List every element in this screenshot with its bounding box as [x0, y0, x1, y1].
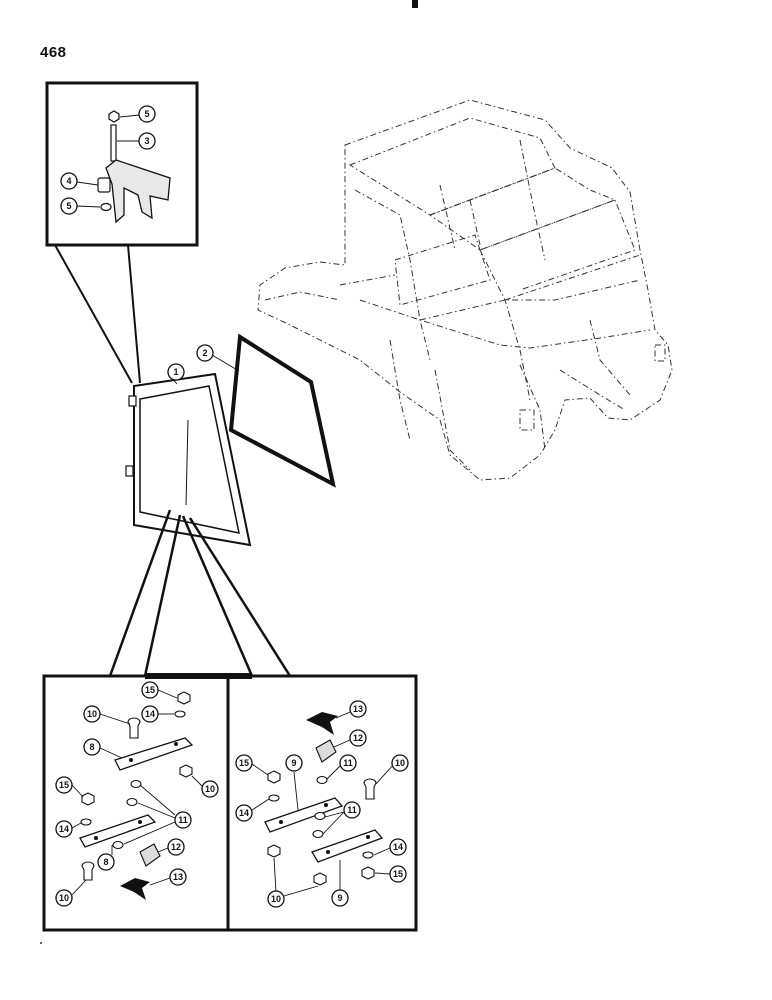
callout-label: 3	[144, 136, 149, 146]
callout-left-3: 8	[83, 738, 101, 756]
callout-label: 10	[395, 758, 405, 768]
callout-label: 14	[145, 709, 155, 719]
callout-label: 11	[178, 815, 188, 825]
callout-label: 14	[393, 842, 403, 852]
callout-right-3: 9	[285, 754, 303, 772]
callout-main-0: 1	[167, 363, 185, 381]
callout-label: 15	[59, 780, 69, 790]
callout-right-11: 15	[389, 865, 407, 883]
callout-left-5: 15	[55, 776, 73, 794]
callout-left-6: 11	[174, 811, 192, 829]
callout-label: 13	[173, 872, 183, 882]
page-number: 468	[40, 44, 67, 61]
hinge-bushing-shape	[97, 177, 111, 193]
callout-left-8: 8	[97, 853, 115, 871]
hinge-washer-shape	[100, 202, 112, 212]
callout-label: 14	[59, 824, 69, 834]
cab-phantom-outline	[257, 99, 673, 481]
lower-right-inset-frame	[226, 674, 418, 932]
callout-label: 15	[393, 869, 403, 879]
callout-label: 12	[171, 842, 181, 852]
callout-top-3: 5	[60, 197, 78, 215]
callout-label: 2	[202, 348, 207, 358]
callout-right-6: 14	[235, 804, 253, 822]
callout-left-7: 14	[55, 820, 73, 838]
callout-left-4: 10	[201, 780, 219, 798]
callout-left-1: 14	[141, 705, 159, 723]
callout-label: 8	[89, 742, 94, 752]
callout-right-9: 10	[267, 890, 285, 908]
callout-top-0: 5	[138, 105, 156, 123]
callout-right-1: 12	[349, 729, 367, 747]
callout-left-9: 12	[167, 838, 185, 856]
callout-right-10: 9	[331, 889, 349, 907]
hinge-bracket-shape	[105, 159, 171, 224]
callout-label: 9	[337, 893, 342, 903]
callout-label: 15	[145, 685, 155, 695]
callout-right-5: 10	[391, 754, 409, 772]
callout-label: 10	[59, 893, 69, 903]
callout-right-8: 14	[389, 838, 407, 856]
inset-leaders	[108, 509, 292, 679]
lower-left-inset-parts: 15 14 10 8 10 15 11 14 8 12 10 13	[55, 681, 219, 907]
callout-label: 5	[66, 201, 71, 211]
door-frame: 1	[125, 363, 252, 547]
callout-label: 12	[353, 733, 363, 743]
callout-label: 14	[239, 808, 249, 818]
callout-label: 1	[173, 367, 178, 377]
callout-left-10: 10	[55, 889, 73, 907]
hinge-nut-top-shape	[108, 110, 120, 123]
top-edge-mark	[412, 0, 418, 8]
lower-right-inset-parts: 13 12 15 9 11 10 14 11 14 10 9 15	[235, 700, 409, 908]
callout-right-7: 11	[343, 801, 361, 819]
callout-label: 8	[103, 857, 108, 867]
callout-label: 11	[343, 758, 353, 768]
callout-top-2: 4	[60, 172, 78, 190]
callout-label: 4	[66, 176, 71, 186]
callout-top-1: 3	[138, 132, 156, 150]
callout-label: 11	[347, 805, 357, 815]
callout-label: 10	[205, 784, 215, 794]
callout-label: 15	[239, 758, 249, 768]
top-inset-hinge-detail: 5 3 4 5	[45, 81, 199, 384]
glass-panel: 2	[196, 333, 336, 488]
callout-left-0: 15	[141, 681, 159, 699]
callout-main-1: 2	[196, 344, 214, 362]
callout-right-0: 13	[349, 700, 367, 718]
callout-label: 10	[87, 709, 97, 719]
callout-right-4: 11	[339, 754, 357, 772]
callout-label: 10	[271, 894, 281, 904]
callout-label: 9	[291, 758, 296, 768]
callout-left-11: 13	[169, 868, 187, 886]
callout-right-2: 15	[235, 754, 253, 772]
hinge-pin-shape	[110, 124, 117, 162]
print-speck	[40, 942, 42, 944]
callout-left-2: 10	[83, 705, 101, 723]
callout-label: 13	[353, 704, 363, 714]
callout-label: 5	[144, 109, 149, 119]
